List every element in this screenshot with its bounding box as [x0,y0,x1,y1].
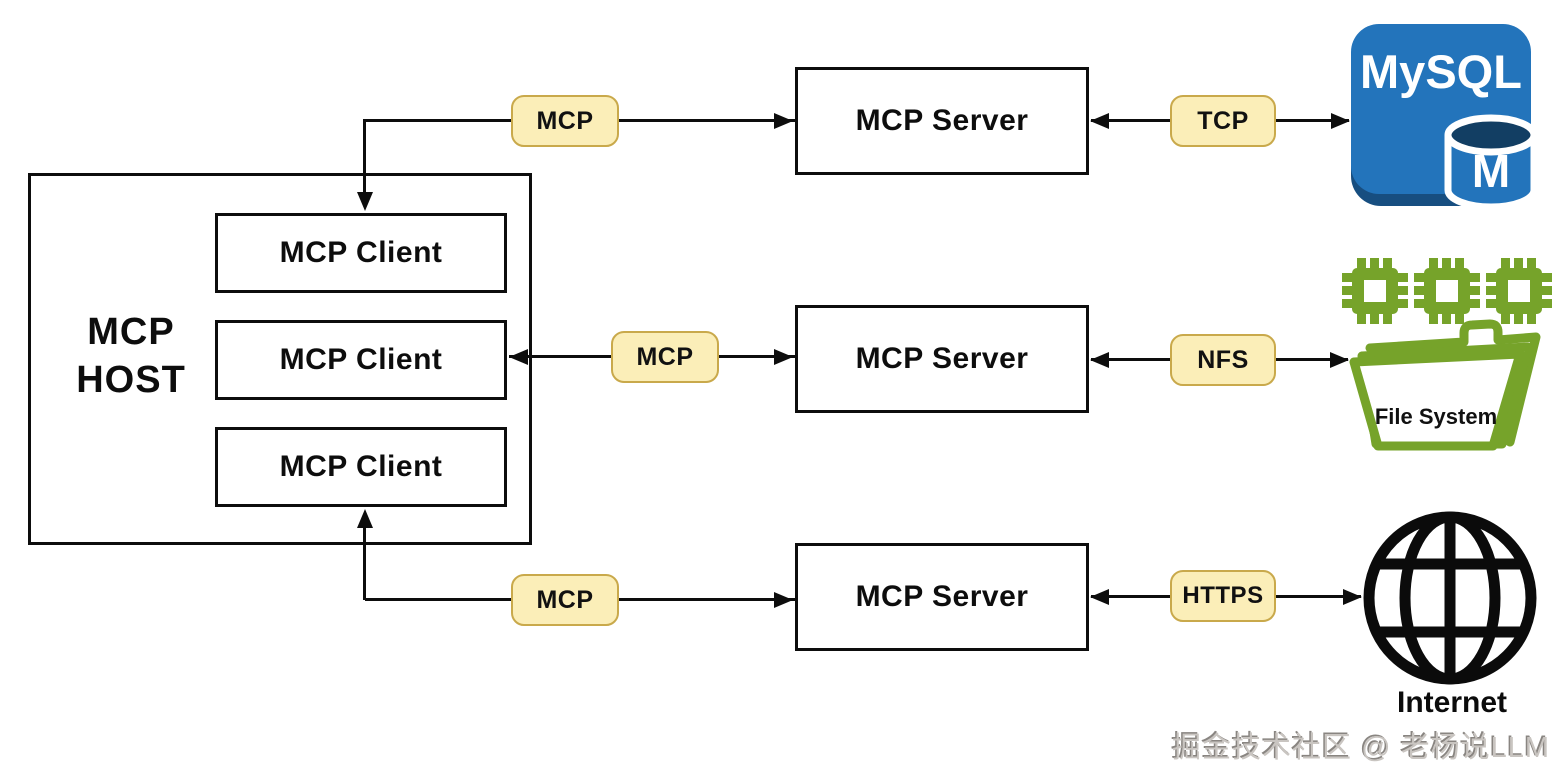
chip-icon-1 [1342,258,1408,324]
chip-icon-3 [1486,258,1552,324]
filesystem-folder-icon [1349,319,1541,451]
protocol-badge-nfs: NFS [1170,334,1276,386]
mysql-wordmark: MySQL [1360,45,1522,98]
connector-client3-elbow [363,524,366,600]
mysql-monogram: M [1472,145,1510,197]
chip-icon-row [1342,258,1552,324]
arrowhead-into-server1 [774,113,793,129]
mcp-client-label-1: MCP Client [279,236,443,269]
protocol-badge-mcp-1: MCP [511,95,619,147]
internet-label: Internet [1396,686,1507,719]
mysql-icon: MySQL M [1351,24,1538,211]
arrowhead-into-server2 [774,349,793,365]
connector-client1-elbow [363,119,366,195]
arrowhead-into-server3-right [1090,589,1109,605]
mcp-server-box-2: MCP Server [795,305,1089,413]
protocol-badge-https: HTTPS [1170,570,1276,622]
arrowhead-into-server3 [774,592,793,608]
mcp-client-label-2: MCP Client [279,343,443,376]
mcp-server-label-3: MCP Server [855,580,1029,613]
arrowhead-into-mysql [1331,113,1350,129]
protocol-badge-mcp-3-label: MCP [536,585,594,614]
arrowhead-into-internet [1343,589,1362,605]
internet-globe-icon [1363,511,1537,685]
mcp-client-box-3: MCP Client [215,427,507,507]
mcp-server-label-1: MCP Server [855,104,1029,137]
arrowhead-into-filesystem [1330,352,1349,368]
protocol-badge-mcp-3: MCP [511,574,619,626]
chip-icon-2 [1414,258,1480,324]
protocol-badge-mcp-1-label: MCP [536,106,594,135]
mcp-client-box-2: MCP Client [215,320,507,400]
protocol-badge-https-label: HTTPS [1182,582,1264,609]
filesystem-icon: File System [1342,258,1552,451]
arrowhead-into-client2 [509,349,528,365]
arrowhead-into-server2-right [1090,352,1109,368]
protocol-badge-mcp-2: MCP [611,331,719,383]
mysql-cylinder: M [1444,114,1538,211]
mcp-server-box-1: MCP Server [795,67,1089,175]
watermark: 掘金技术社区 @ 老杨说LLM [1172,732,1550,764]
mcp-server-label-2: MCP Server [855,342,1029,375]
protocol-badge-nfs-label: NFS [1197,345,1249,374]
mcp-client-box-1: MCP Client [215,213,507,293]
protocol-badge-tcp: TCP [1170,95,1276,147]
arrowhead-into-client1 [357,192,373,211]
protocol-badge-mcp-2-label: MCP [636,342,694,371]
arrowhead-into-server1-right [1090,113,1109,129]
mcp-server-box-3: MCP Server [795,543,1089,651]
protocol-badge-tcp-label: TCP [1197,106,1249,135]
filesystem-label: File System [1375,404,1497,429]
mcp-client-label-3: MCP Client [279,450,443,483]
mcp-host-label: MCP HOST [76,311,186,401]
arrowhead-into-client3 [357,509,373,528]
